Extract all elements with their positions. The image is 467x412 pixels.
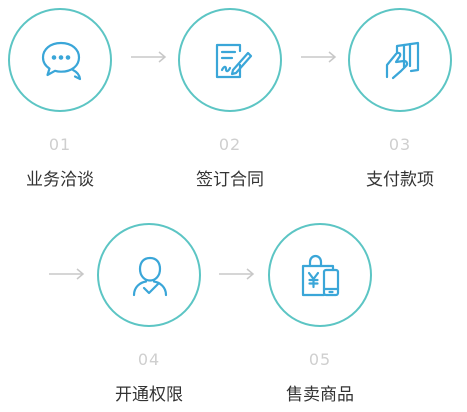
step-4-label: 开通权限 (115, 385, 183, 405)
step-5-label: 售卖商品 (286, 385, 354, 405)
step-1-label: 业务洽谈 (26, 170, 94, 190)
contract-sign-icon (215, 43, 253, 79)
step-1-number: 01 (48, 135, 72, 154)
step-5-number: 05 (308, 350, 332, 369)
chat-bubbles-icon (41, 41, 82, 81)
arrow-1-2 (131, 51, 167, 63)
arrow-2-3 (301, 51, 337, 63)
step-3-number: 03 (388, 135, 412, 154)
step-2-label: 签订合同 (196, 170, 264, 190)
user-check-icon (132, 256, 168, 297)
step-4-circle (97, 223, 201, 327)
step-4-number: 04 (137, 350, 161, 369)
shopping-bag-phone-icon (301, 254, 340, 297)
arrow-4-5 (219, 268, 255, 280)
arrow-0-4 (49, 268, 85, 280)
step-3-circle (348, 8, 452, 112)
step-2-number: 02 (218, 135, 242, 154)
step-2-circle (178, 8, 282, 112)
card-payment-icon (385, 41, 420, 80)
step-3-label: 支付款项 (366, 170, 434, 190)
step-1-circle (8, 8, 112, 112)
step-5-circle (268, 223, 372, 327)
